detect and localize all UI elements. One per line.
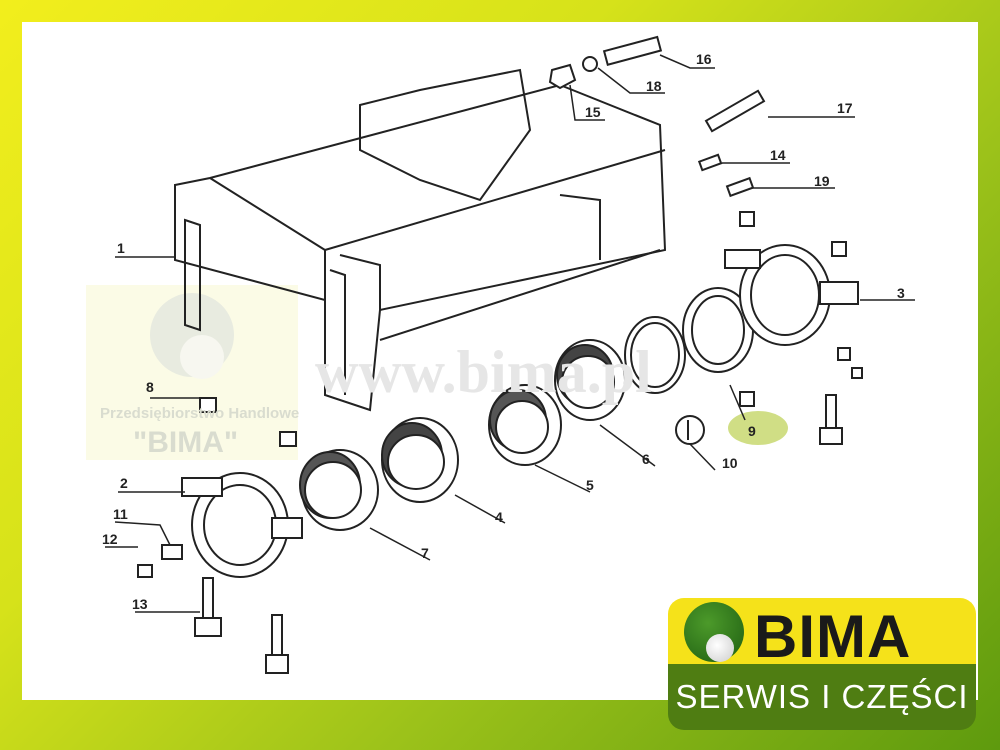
part-label-4: 4 bbox=[495, 509, 503, 525]
part-label-14: 14 bbox=[770, 147, 786, 163]
ring-9 bbox=[682, 287, 754, 373]
part-label-13: 13 bbox=[132, 596, 148, 612]
part-label-11: 11 bbox=[113, 506, 128, 522]
part-label-12: 12 bbox=[102, 531, 118, 547]
part-label-8: 8 bbox=[146, 379, 154, 395]
part-label-19: 19 bbox=[814, 173, 830, 189]
plug-10 bbox=[675, 415, 705, 445]
seal-ring bbox=[624, 316, 686, 394]
part-label-3: 3 bbox=[897, 285, 905, 301]
part-label-1: 1 bbox=[117, 240, 125, 256]
highlight-part-9 bbox=[728, 411, 788, 445]
logo-tagline: SERWIS I CZĘŚCI bbox=[675, 678, 969, 715]
bushing-6 bbox=[554, 339, 626, 421]
leader-lines bbox=[105, 54, 915, 613]
bearing-housing-3 bbox=[724, 244, 859, 346]
part-label-15: 15 bbox=[585, 104, 601, 120]
part-label-6: 6 bbox=[642, 451, 650, 467]
bushing-7 bbox=[299, 449, 379, 531]
part-label-7: 7 bbox=[421, 545, 429, 561]
watermark-url: www.bima.pl bbox=[315, 339, 652, 405]
watermark-line2: "BIMA" bbox=[133, 426, 238, 459]
part-label-5: 5 bbox=[586, 477, 594, 493]
small-parts bbox=[137, 35, 863, 578]
part-label-2: 2 bbox=[120, 475, 128, 491]
part-label-17: 17 bbox=[837, 100, 853, 116]
part-label-18: 18 bbox=[646, 78, 662, 94]
bushing-5 bbox=[488, 384, 562, 466]
logo-word: BIMA bbox=[754, 603, 912, 670]
part-label-9: 9 bbox=[748, 423, 756, 439]
bolt-13 bbox=[194, 394, 843, 674]
watermark-line1: Przedsiębiorstwo Handlowe bbox=[100, 405, 299, 422]
housing-frame bbox=[174, 68, 667, 412]
part-label-16: 16 bbox=[696, 51, 712, 67]
bearing-housing-2 bbox=[181, 472, 303, 578]
bushing-4 bbox=[381, 417, 459, 503]
part-label-10: 10 bbox=[722, 455, 738, 471]
bima-logo: BIMA SERWIS I CZĘŚCI bbox=[668, 598, 976, 730]
